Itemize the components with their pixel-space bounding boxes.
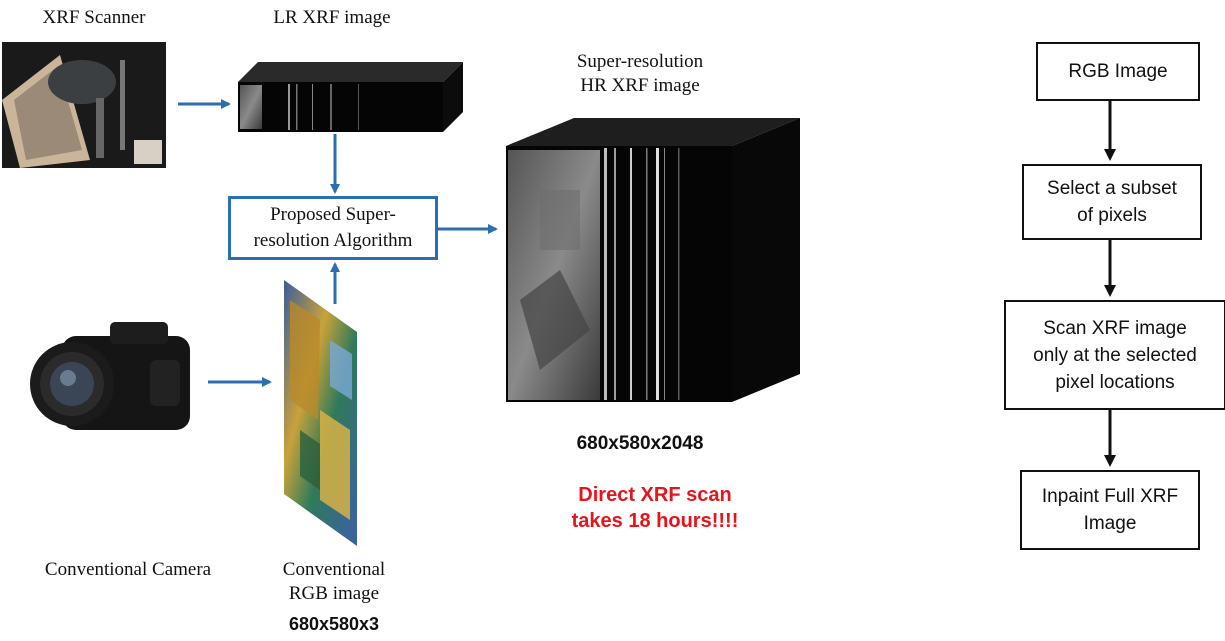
- camera-label: Conventional Camera: [44, 559, 212, 580]
- flow-step-scan-xrf: Scan XRF image only at the selected pixe…: [1004, 300, 1225, 410]
- flow-step-inpaint: Inpaint Full XRF Image: [1020, 470, 1200, 550]
- rgb-painting: [284, 280, 357, 546]
- rgb-dimensions: 680x580x3: [288, 614, 380, 634]
- flow-step-select-subset: Select a subset of pixels: [1022, 164, 1202, 240]
- sr-image-label: Super-resolution HR XRF image: [576, 51, 704, 96]
- scan-time-note: Direct XRF scan takes 18 hours!!!!: [571, 484, 739, 532]
- camera-photo: [30, 322, 190, 430]
- flow-step-rgb-image: RGB Image: [1036, 42, 1200, 101]
- lr-xrf-image: [238, 62, 463, 132]
- algorithm-box: Proposed Super- resolution Algorithm: [228, 196, 438, 260]
- hr-dimensions: 680x580x2048: [576, 433, 704, 454]
- xrf-scanner-photo: [2, 42, 166, 168]
- hr-xrf-cube: [506, 118, 800, 402]
- rgb-image-label: Conventional RGB image: [282, 559, 386, 604]
- lr-image-label: LR XRF image: [273, 7, 391, 28]
- xrf-scanner-label: XRF Scanner: [42, 7, 146, 28]
